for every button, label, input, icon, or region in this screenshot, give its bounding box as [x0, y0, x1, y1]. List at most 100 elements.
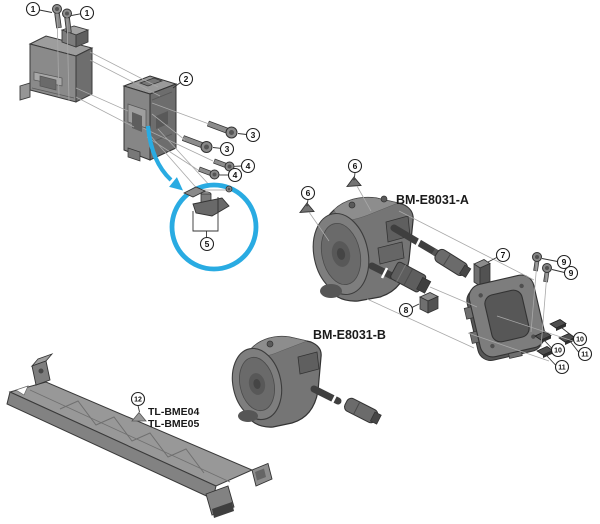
- callout-leader-line: [354, 172, 356, 178]
- clamp-bolt-part-3a: [206, 120, 238, 139]
- callout-11: 11: [569, 340, 593, 362]
- callout-4: 4: [219, 167, 243, 183]
- callout-leader-line: [137, 405, 140, 413]
- callout-number: 9: [569, 268, 574, 278]
- spacer-part-8: [419, 292, 439, 314]
- pad-plate-part-11b: [536, 346, 554, 358]
- callout-7: 7: [487, 247, 511, 263]
- callout-number: 6: [353, 161, 358, 171]
- callout-circle: [245, 127, 261, 143]
- cable-b-connector: [344, 397, 382, 425]
- callout-circle: [495, 247, 511, 263]
- callout-circle: [178, 71, 194, 87]
- clamp-bolt-part-3b: [181, 135, 213, 153]
- callout-leader-line: [561, 327, 574, 338]
- callout-circle: [398, 302, 414, 318]
- lock-unit-part-5: [183, 185, 233, 232]
- callout-leader-line: [546, 355, 556, 366]
- callout-circle: [79, 5, 95, 21]
- callout-number: 7: [501, 250, 506, 260]
- callout-2: 2: [172, 71, 194, 89]
- callout-leader-line: [172, 82, 181, 89]
- zoom-arrowhead: [169, 177, 183, 191]
- bracket-flange: [19, 82, 31, 101]
- callout-number: 10: [554, 348, 562, 355]
- callout-circle: [550, 342, 566, 358]
- battery-mount-a-body: [312, 195, 414, 302]
- inner-case-part: [122, 75, 178, 162]
- rubber-clip-part-6b: [299, 202, 315, 214]
- callout-6: 6: [347, 158, 363, 178]
- callout-9: 9: [541, 254, 572, 270]
- bracket-side-face: [75, 47, 93, 103]
- callout-number: 6: [306, 188, 311, 198]
- callout-leader-line: [487, 257, 497, 263]
- mount-bracket-part: [19, 25, 94, 103]
- battery-mount-b-body: [231, 335, 322, 428]
- pad-plate-part-10a: [549, 319, 567, 331]
- callout-1: 1: [25, 1, 53, 17]
- callout-circle: [563, 265, 579, 281]
- callout-circle: [572, 331, 588, 347]
- callout-number: 11: [581, 352, 589, 359]
- callout-number: 11: [558, 365, 566, 372]
- callout-circle: [300, 185, 316, 201]
- callout-number: 9: [562, 257, 567, 267]
- callout-number: 3: [251, 130, 256, 140]
- callout-number: 12: [134, 397, 142, 404]
- callout-leader-line: [237, 133, 247, 135]
- callout-number: 5: [205, 239, 210, 249]
- callout-10: 10: [561, 327, 588, 347]
- callout-8: 8: [398, 302, 420, 318]
- callout-circle: [240, 158, 256, 174]
- callout-circle: [130, 391, 146, 407]
- assembly-a: BM-E8031-A: [299, 176, 576, 361]
- callout-leader-line: [39, 9, 53, 13]
- callout-leader-line: [307, 199, 309, 204]
- zoom-arrow: [145, 125, 183, 191]
- callout-number: 3: [225, 144, 230, 154]
- callout-10: 10: [543, 339, 566, 358]
- callout-3: 3: [237, 127, 261, 143]
- callout-circle: [577, 346, 593, 362]
- pad-plate-part-10b: [534, 331, 552, 343]
- mount-tool-part: TL-BME04 TL-BME05: [6, 353, 273, 518]
- callout-circle: [219, 141, 235, 157]
- callout-11: 11: [546, 355, 570, 375]
- cable-break-mark: [380, 267, 389, 279]
- rubber-clip-part-6a: [346, 176, 362, 188]
- callout-leader-line: [551, 269, 565, 273]
- frame-bolt-part-9a: [532, 252, 542, 272]
- cable-break-mark: [330, 392, 339, 404]
- callout-number: 1: [31, 4, 36, 14]
- cable-a-connector: [431, 248, 472, 278]
- cable-a-upper: [390, 224, 472, 278]
- assembly-b-label: BM-E8031-B: [313, 328, 386, 342]
- callout-leader-line: [569, 340, 579, 353]
- callout-leader-line: [212, 147, 221, 149]
- tool-notch: [131, 411, 147, 422]
- callout-12: 12: [130, 391, 146, 413]
- cable-a-lower: [368, 261, 432, 294]
- callout-number: 1: [85, 8, 90, 18]
- part-5-bracket-line: [192, 197, 219, 232]
- callout-9: 9: [551, 265, 579, 281]
- callout-circle: [199, 236, 215, 252]
- callout-leader-line: [412, 303, 420, 308]
- callout-6: 6: [300, 185, 316, 204]
- callout-4: 4: [234, 158, 256, 174]
- callout-number: 4: [233, 170, 238, 180]
- alignment-lines: [56, 12, 577, 362]
- cable-b: [310, 385, 382, 425]
- callout-circle: [554, 359, 570, 375]
- callout-5: 5: [199, 231, 215, 252]
- callout-circle: [25, 1, 41, 17]
- small-screw-part-4b: [198, 166, 220, 180]
- tool-label-line2: TL-BME05: [148, 418, 199, 430]
- callout-leader-line: [541, 258, 558, 262]
- cable-a-plug: [390, 261, 432, 294]
- callout-number: 2: [184, 74, 189, 84]
